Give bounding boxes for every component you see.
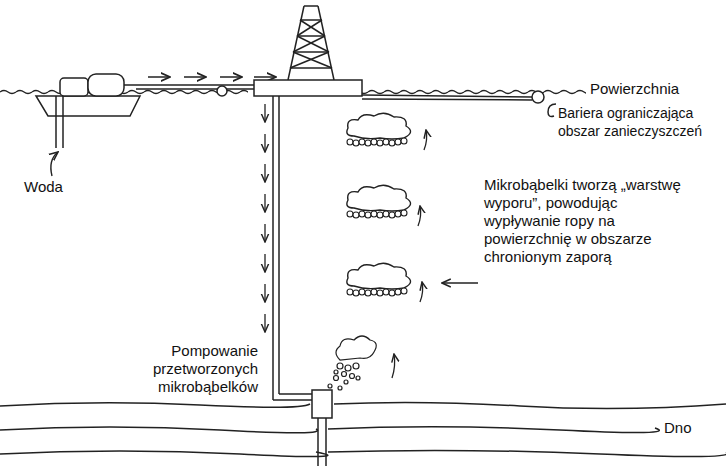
flow-arrows (264, 104, 265, 332)
water-label: Woda (24, 178, 104, 196)
pipe (273, 96, 332, 466)
pump-label: Pompowanie przetworzonych mikrobąbelków (136, 342, 258, 396)
leader-line (442, 282, 478, 283)
oil-clouds (328, 113, 427, 390)
barrier-label: Bariera ograniczająca obszar zanieczyszc… (558, 104, 722, 140)
callout-text: Mikrobąbelki tworzą „warstwę wyporu”, po… (484, 176, 684, 266)
drilling-rig (254, 6, 362, 96)
ship (36, 74, 140, 148)
surface-label: Powierzchnia (590, 80, 720, 98)
seabed-label: Dno (664, 419, 720, 437)
leader-line (51, 152, 58, 176)
barrier (217, 86, 556, 117)
seabed (0, 402, 726, 456)
water-surface (362, 87, 586, 95)
